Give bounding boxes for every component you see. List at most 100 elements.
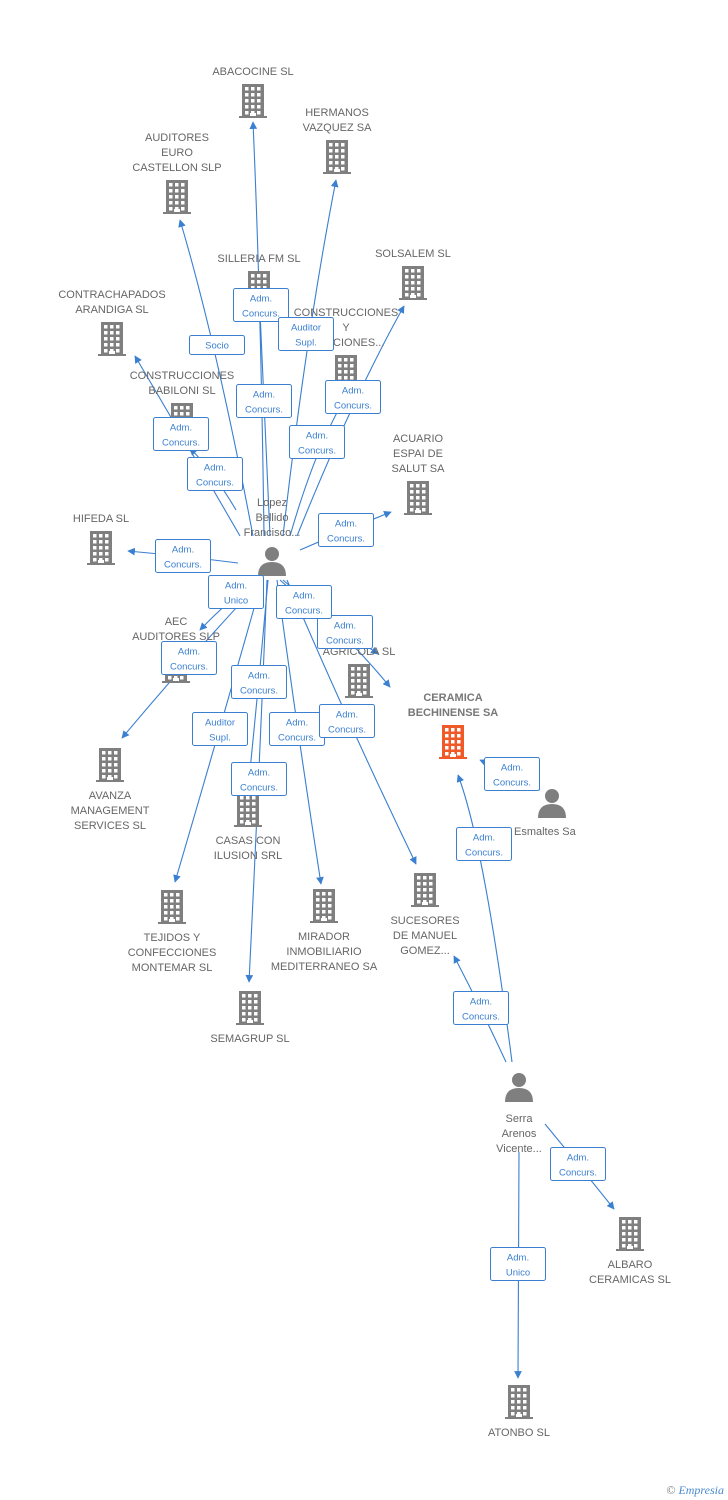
edge-label-text: Concurs. <box>559 1168 597 1179</box>
node-label: Arenos <box>502 1128 537 1140</box>
node-abacocine[interactable]: ABACOCINE SL <box>212 66 294 118</box>
node-label: BECHINENSE SA <box>408 707 499 719</box>
node-label: Francisco... <box>244 527 301 539</box>
edge-label-lopez-agricola[interactable]: Adm.Concurs. <box>317 615 373 649</box>
edge-label-lopez-sucesores[interactable]: Adm. Concurs. <box>319 704 375 738</box>
edge-label-text: Adm. <box>286 718 308 729</box>
node-label: ESPAI DE <box>393 448 443 460</box>
node-label: EURO <box>161 147 193 159</box>
building-icon <box>399 266 427 300</box>
edge-line-lopez-hermanos <box>282 179 339 537</box>
edge-label-lopez-mirador[interactable]: Adm.Concurs. <box>269 712 325 746</box>
node-label: SOLSALEM SL <box>375 248 451 260</box>
node-label: ALBARO <box>608 1259 653 1271</box>
edge-label-text: Concurs. <box>170 662 208 673</box>
edge-label-serra-albaro[interactable]: Adm.Concurs. <box>550 1147 606 1181</box>
node-label: AVANZA <box>89 790 132 802</box>
edge-label-text: Concurs. <box>328 725 366 736</box>
node-esmaltes[interactable]: Esmaltes Sa <box>514 789 577 838</box>
node-label: SERVICES SL <box>74 820 146 832</box>
building-icon <box>411 873 439 907</box>
edge-label-esmaltes-ceramica[interactable]: Adm.Concurs. <box>484 757 540 791</box>
node-semagrup[interactable]: SEMAGRUP SL <box>210 991 290 1045</box>
edge-label-text: Adm. <box>172 545 194 556</box>
edge-label-text: Adm. <box>470 997 492 1008</box>
node-label: HIFEDA SL <box>73 513 129 525</box>
node-label: DE MANUEL <box>393 930 457 942</box>
node-label: Y <box>342 322 350 334</box>
edge-label-lopez-semagrup[interactable]: Adm.Concurs. <box>231 762 287 796</box>
person-icon <box>258 547 286 576</box>
node-label: ACUARIO <box>393 433 444 445</box>
edge-label-text: Concurs. <box>326 636 364 647</box>
edge-label-lopez-construcciones_y[interactable]: Adm.Concurs. <box>289 425 345 459</box>
node-solsalem[interactable]: SOLSALEM SL <box>375 248 451 300</box>
edge-label-text: Supl. <box>209 733 231 744</box>
node-label: AUDITORES <box>145 132 209 144</box>
edge-label-serra-atonbo[interactable]: Adm.Unico <box>490 1247 546 1281</box>
edge-label-lopez-aec[interactable]: Adm.Unico <box>208 575 264 609</box>
node-label: Vicente... <box>496 1143 542 1155</box>
edge-label-lopez-hifeda[interactable]: Adm.Concurs. <box>155 539 211 573</box>
edge-label-lopez-auditores_euro[interactable]: Socio <box>189 335 245 355</box>
node-lopez[interactable]: LopezBellidoFrancisco... <box>244 497 301 576</box>
edge-label-lopez-casas[interactable]: Adm.Concurs. <box>231 665 287 699</box>
node-label: SUCESORES <box>390 915 459 927</box>
edge-label-lopez-silleria[interactable]: Adm.Concurs. <box>236 384 292 418</box>
edge-label-lopez-ceramica[interactable]: Adm.Concurs. <box>276 585 332 619</box>
node-label: CASTELLON SLP <box>132 162 221 174</box>
building-icon <box>158 890 186 924</box>
edge-label-text: Adm. <box>306 431 328 442</box>
node-label: ATONBO SL <box>488 1427 550 1439</box>
node-serra[interactable]: SerraArenosVicente... <box>496 1073 542 1155</box>
edge-label-text: Auditor <box>291 323 321 334</box>
edge-label-lopez-solsalem[interactable]: Adm.Concurs. <box>325 380 381 414</box>
node-sucesores[interactable]: SUCESORES DE MANUEL GOMEZ... <box>390 873 460 957</box>
edge-label-lopez-avanza[interactable]: Adm.Concurs. <box>161 641 217 675</box>
node-label: CONSTRUCCIONES <box>130 370 235 382</box>
edge-label-serra-sucesores[interactable]: Adm.Concurs. <box>453 991 509 1025</box>
edge-label-text: Adm. <box>250 294 272 305</box>
building-icon <box>505 1385 533 1419</box>
building-icon <box>236 991 264 1025</box>
edge-label-lopez-acuario[interactable]: Adm.Concurs. <box>318 513 374 547</box>
edge-label-text: Adm. <box>336 710 358 721</box>
node-hermanos[interactable]: HERMANOS VAZQUEZ SA <box>303 107 373 174</box>
node-hifeda[interactable]: HIFEDA SL <box>73 513 129 565</box>
edge-label-lopez-babiloni[interactable]: Adm.Concurs. <box>187 457 243 491</box>
edge-label-text: Adm. <box>293 591 315 602</box>
building-icon <box>404 481 432 515</box>
node-label: VAZQUEZ SA <box>303 122 373 134</box>
node-label: CONTRACHAPADOS <box>58 289 165 301</box>
node-label: TEJIDOS Y <box>144 932 201 944</box>
node-atonbo[interactable]: ATONBO SL <box>488 1385 550 1439</box>
edge-label-serra-ceramica[interactable]: Adm. Concurs. <box>456 827 512 861</box>
edge-label-text: Adm. <box>473 833 495 844</box>
edge-label-text: Concurs. <box>242 309 280 320</box>
edge-label-text: Auditor <box>205 718 235 729</box>
building-icon <box>345 664 373 698</box>
edge-line-lopez-abacocine <box>249 121 265 537</box>
edge-label-lopez-abacocine[interactable]: Adm. Concurs. <box>233 288 289 322</box>
node-label: HERMANOS <box>305 107 369 119</box>
building-icon <box>234 793 262 827</box>
edge-label-lopez-contrachapados[interactable]: Adm.Concurs. <box>153 417 209 451</box>
edge-label-text: Supl. <box>295 338 317 349</box>
edge-label-text: Concurs. <box>465 848 503 859</box>
node-label: MIRADOR <box>298 931 350 943</box>
node-auditores_euro[interactable]: AUDITORES EURO CASTELLON SLP <box>132 132 222 214</box>
node-label: GOMEZ... <box>400 945 450 957</box>
node-label: ILUSION SRL <box>214 850 282 862</box>
edge-label-text: Adm. <box>253 390 275 401</box>
